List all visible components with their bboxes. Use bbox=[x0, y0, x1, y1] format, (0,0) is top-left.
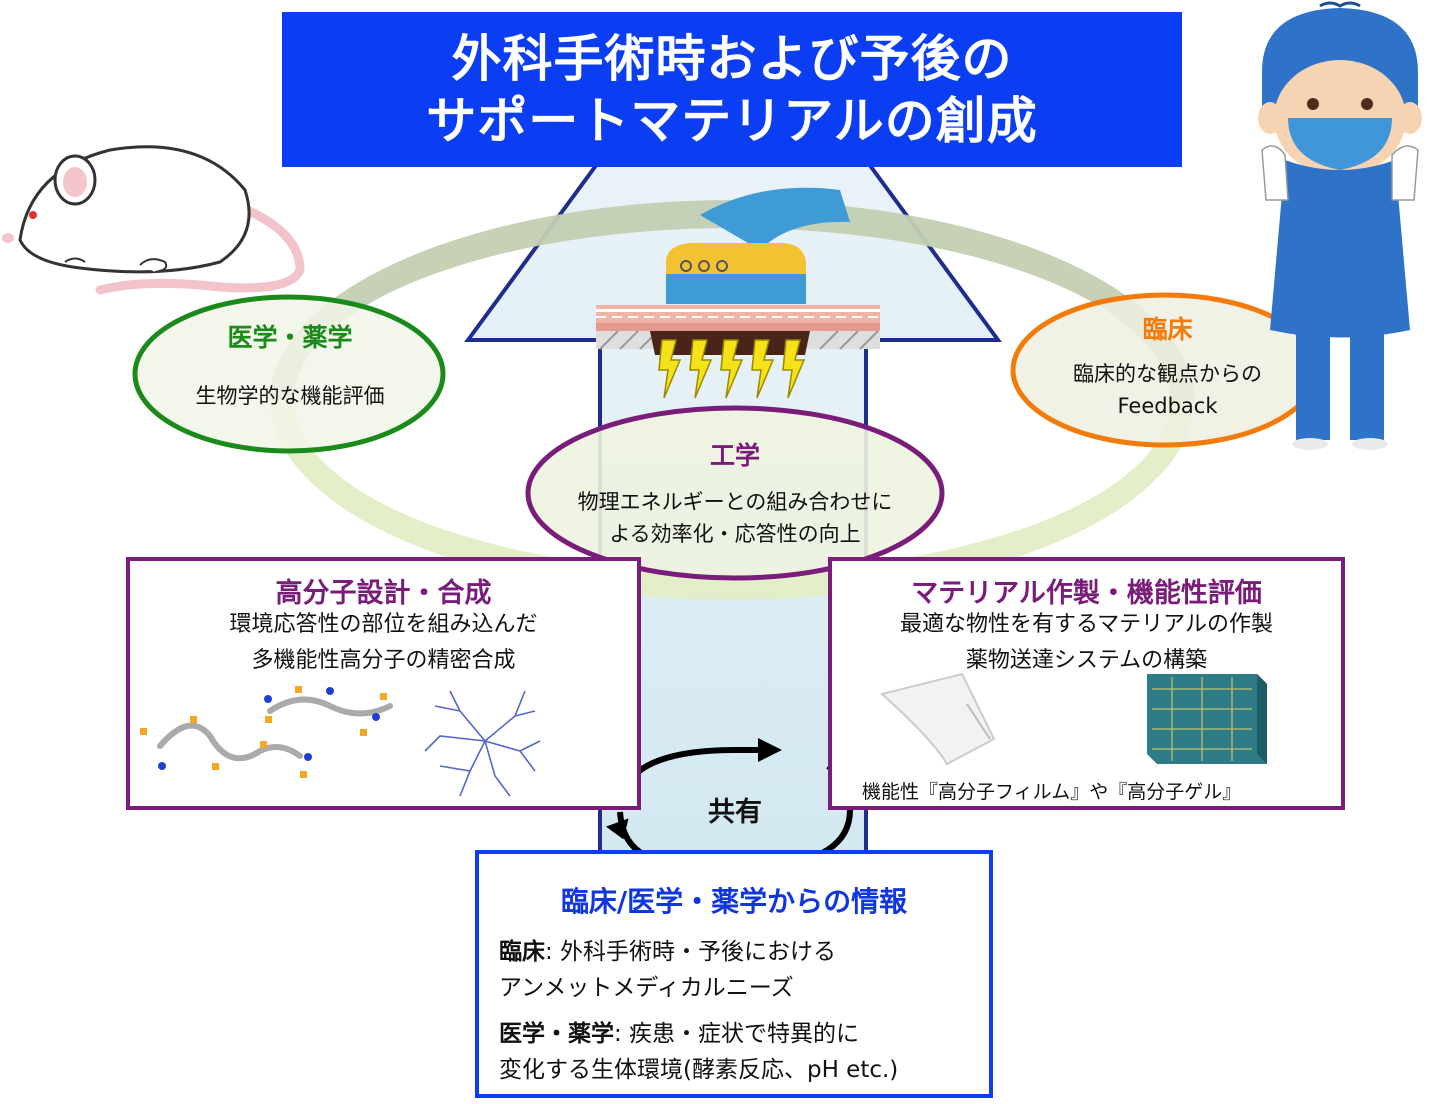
clinical-title: 臨床 bbox=[1142, 315, 1193, 344]
mouse-illustration bbox=[2, 145, 305, 295]
main-title-line1: 外科手術時および予後の bbox=[451, 29, 1013, 88]
material-box: マテリアル作製・機能性評価 最適な物性を有するマテリアルの作製 薬物送達システム… bbox=[828, 557, 1345, 810]
material-title: マテリアル作製・機能性評価 bbox=[911, 578, 1262, 609]
material-caption: 機能性『高分子フィルム』や『高分子ゲル』 bbox=[862, 781, 1242, 803]
info-clinical-label: 臨床 bbox=[499, 939, 545, 965]
info-clinical-line2: アンメットメディカルニーズ bbox=[499, 975, 794, 1001]
medicine-subtitle: 生物学的な機能評価 bbox=[195, 384, 385, 408]
engineering-ellipse bbox=[525, 405, 945, 581]
polymer-design-line2: 多機能性高分子の精密合成 bbox=[251, 648, 516, 673]
medicine-title: 医学・薬学 bbox=[227, 323, 353, 352]
clinical-subtitle-line1: 臨床的な観点からの bbox=[1073, 362, 1262, 386]
ring-back bbox=[270, 200, 1194, 400]
polymer-design-box: 高分子設計・合成 環境応答性の部位を組み込んだ 多機能性高分子の精密合成 bbox=[126, 557, 641, 810]
info-med-text1: : 疾患・症状で特異的に bbox=[614, 1021, 860, 1047]
polymer-design-line1: 環境応答性の部位を組み込んだ bbox=[229, 612, 538, 637]
ultrasound-device-illustration bbox=[596, 187, 880, 399]
share-label: 共有 bbox=[708, 797, 762, 828]
info-clinical-text1: : 外科手術時・予後における bbox=[545, 939, 837, 965]
clinical-subtitle-line2: Feedback bbox=[1117, 394, 1218, 418]
info-clinical-line1: 臨床: 外科手術時・予後における bbox=[499, 934, 836, 970]
main-title-line2: サポートマテリアルの創成 bbox=[426, 91, 1038, 150]
info-box: 臨床/医学・薬学からの情報 臨床: 外科手術時・予後における アンメットメディカ… bbox=[475, 850, 993, 1098]
clinical-subtitle: 臨床的な観点からの Feedback bbox=[1020, 358, 1315, 422]
film-and-gel-illustration bbox=[879, 672, 1267, 766]
material-line2: 薬物送達システムの構築 bbox=[965, 648, 1208, 673]
surgeon-illustration bbox=[1258, 1, 1422, 450]
polymer-structures-illustration bbox=[140, 686, 541, 797]
engineering-subtitle: 物理エネルギーとの組み合わせに よる効率化・応答性の向上 bbox=[535, 486, 935, 550]
info-med-line2: 変化する生体環境(酵素反応、pH etc.) bbox=[499, 1057, 899, 1083]
info-title: 臨床/医学・薬学からの情報 bbox=[560, 885, 908, 918]
ring-front bbox=[270, 400, 1194, 600]
engineering-title: 工学 bbox=[709, 441, 760, 470]
engineering-subtitle-line2: よる効率化・応答性の向上 bbox=[609, 522, 861, 546]
polymer-design-title: 高分子設計・合成 bbox=[275, 578, 492, 609]
main-title-box: 外科手術時および予後の サポートマテリアルの創成 bbox=[282, 12, 1182, 167]
engineering-subtitle-line1: 物理エネルギーとの組み合わせに bbox=[577, 490, 893, 514]
material-line1: 最適な物性を有するマテリアルの作製 bbox=[900, 612, 1273, 637]
info-med-line1: 医学・薬学: 疾患・症状で特異的に bbox=[499, 1016, 859, 1052]
info-med-label: 医学・薬学 bbox=[499, 1021, 614, 1047]
medicine-ellipse bbox=[132, 294, 446, 454]
